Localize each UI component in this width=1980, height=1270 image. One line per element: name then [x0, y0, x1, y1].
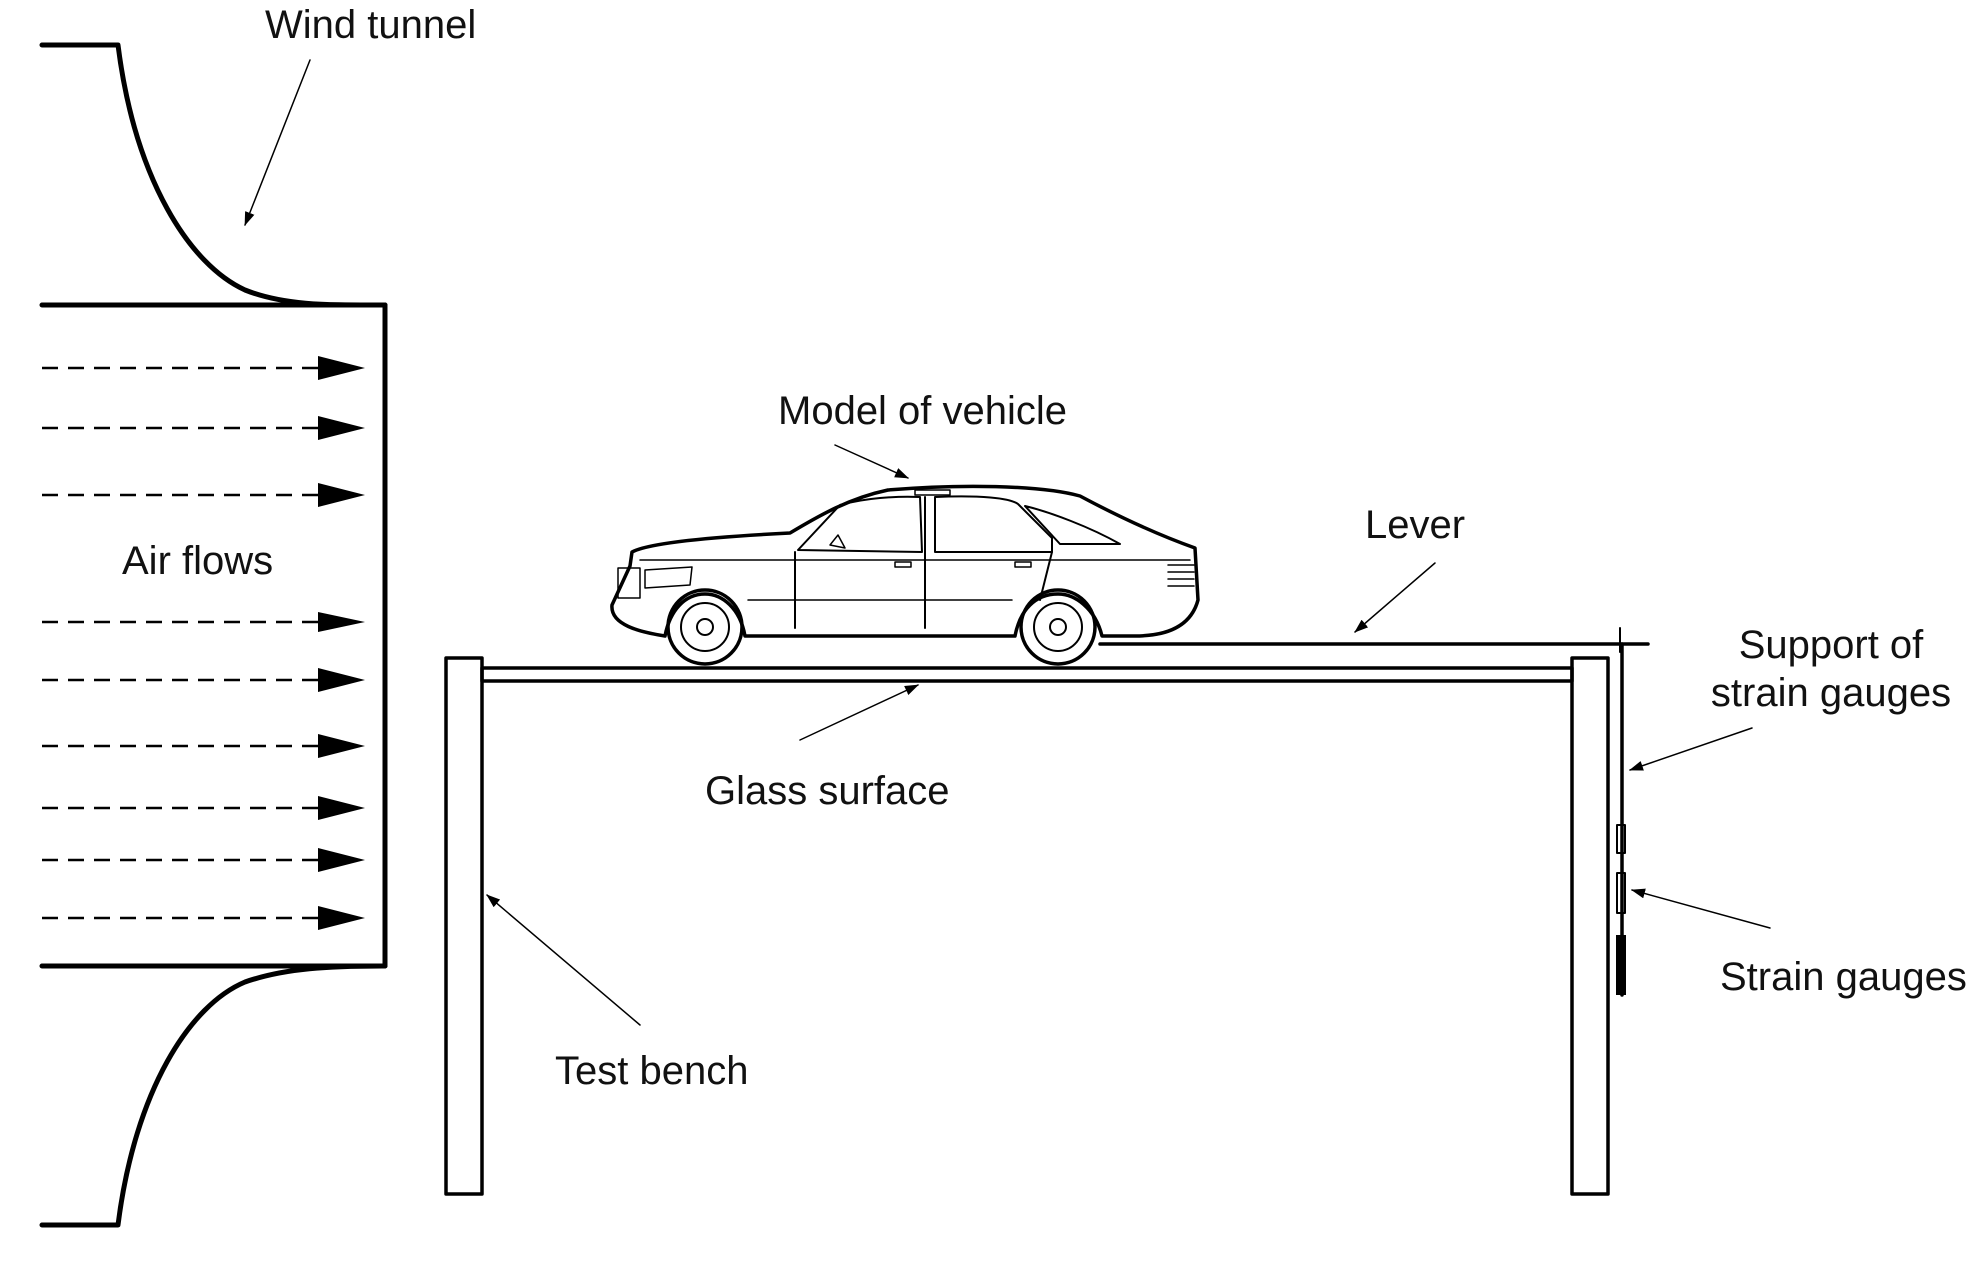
car-body-outline [610, 484, 1200, 638]
leader-arrows [244, 59, 1771, 1026]
strain-gauge-base [1616, 935, 1626, 995]
test-bench-left-leg [444, 656, 484, 1196]
air-flow-arrows [42, 356, 365, 930]
car-rear-quarter-glass [1024, 505, 1121, 545]
air-flows-label: Air flows [122, 539, 273, 583]
test-bench-label: Test bench [555, 1049, 748, 1093]
glass-surface-plate [480, 666, 1574, 683]
wind-tunnel-upper-wall [39, 42, 388, 308]
support-label-line2: strain gauges [1711, 671, 1951, 715]
air-flow-arrow [42, 848, 365, 872]
car-tail-light [1167, 564, 1195, 587]
wind-tunnel-label: Wind tunnel [265, 3, 476, 47]
strain-gauges-label: Strain gauges [1720, 955, 1967, 999]
test-bench-leader-arrow [486, 894, 641, 1026]
air-flow-arrow [42, 612, 365, 632]
car-rear-door-handle [1014, 561, 1032, 568]
car-window-rear [934, 495, 1053, 553]
strain-gauges-leader-arrow [1631, 888, 1771, 929]
lever [1098, 627, 1650, 653]
test-bench [444, 656, 1610, 1196]
support-label-line1: Support of [1739, 623, 1924, 667]
glass-surface-leader-arrow [799, 684, 919, 741]
vehicle-leader-arrow [834, 444, 909, 479]
wind-tunnel [39, 42, 388, 1228]
support-leader-arrow [1629, 727, 1753, 771]
car-front-wheel [666, 588, 744, 666]
air-flow-arrow [42, 416, 365, 440]
lever-label: Lever [1365, 503, 1465, 547]
wind-tunnel-section [39, 302, 388, 969]
car-front-door-handle [894, 561, 912, 568]
air-flow-arrow [42, 356, 365, 380]
car-roof-antenna [914, 489, 951, 496]
car-window-front [797, 495, 923, 553]
strain-gauge-upper [1616, 824, 1626, 854]
car-grille [617, 567, 641, 599]
vehicle-model [610, 484, 1200, 666]
car-rear-wheel [1019, 588, 1097, 666]
glass-surface-label: Glass surface [705, 769, 950, 813]
car-side-mirror [829, 534, 846, 549]
car-headlight [644, 566, 693, 589]
air-flow-arrow [42, 483, 365, 507]
air-flow-arrow [42, 906, 365, 930]
test-bench-right-leg [1570, 656, 1610, 1196]
strain-gauge-lower [1616, 872, 1626, 914]
wind-tunnel-lower-wall [39, 963, 388, 1228]
lever-leader-arrow [1354, 562, 1436, 633]
strain-gauge-support [1616, 642, 1626, 997]
air-flow-arrow [42, 796, 365, 820]
labels: Wind tunnel Air flows Model of vehicle L… [122, 3, 1967, 1093]
wind-tunnel-leader-arrow [244, 59, 311, 226]
air-flow-arrow [42, 668, 365, 692]
air-flow-arrow [42, 734, 365, 758]
model-of-vehicle-label: Model of vehicle [778, 389, 1067, 433]
